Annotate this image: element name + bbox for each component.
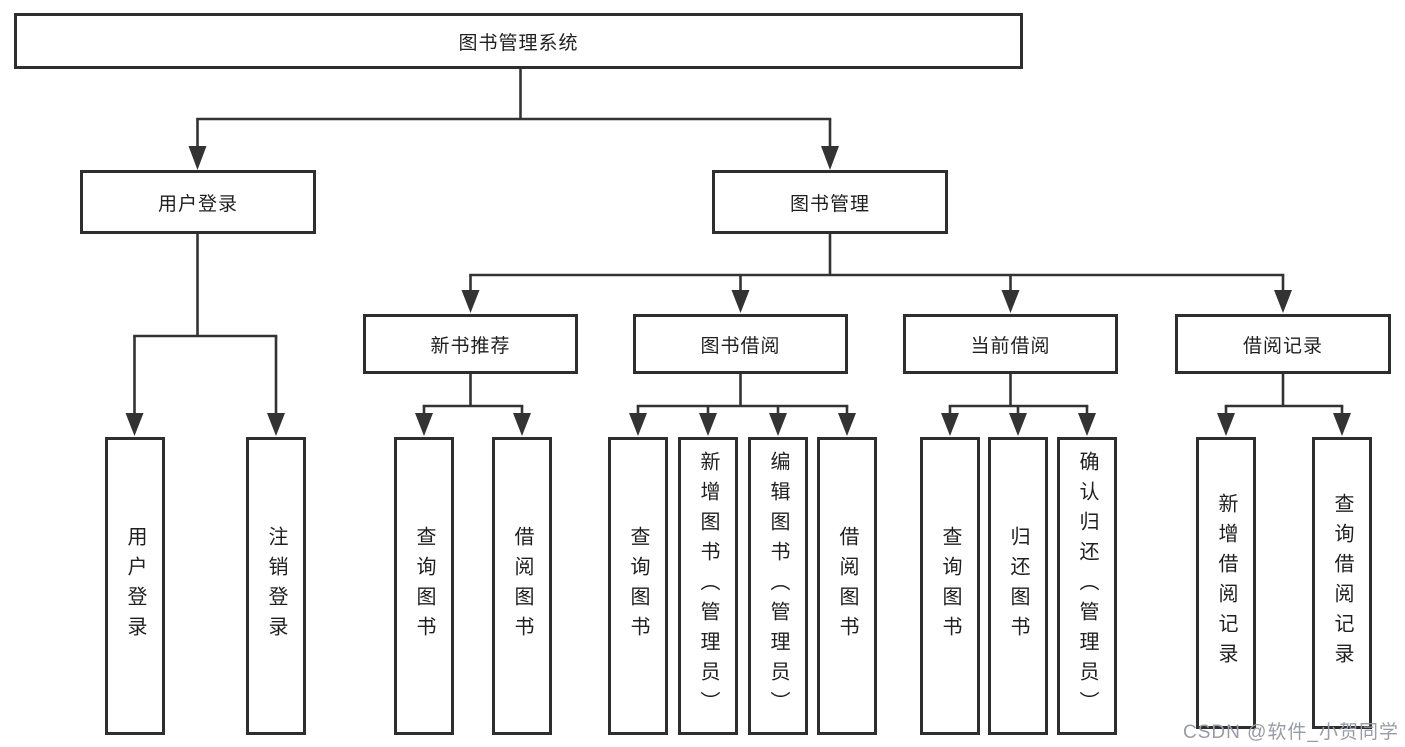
leaf-current-query-book: 查询图书 xyxy=(920,437,980,735)
node-book-borrow-label: 图书借阅 xyxy=(700,335,781,357)
node-new-book-recommend-label: 新书推荐 xyxy=(430,335,511,357)
leaf-borrow-book-label: 借阅图书 xyxy=(836,526,858,646)
leaf-current-query-book-label: 查询图书 xyxy=(939,526,961,646)
leaf-borrow-book: 借阅图书 xyxy=(817,437,877,735)
leaf-recommend-query-book: 查询图书 xyxy=(394,437,454,735)
node-book-borrow: 图书借阅 xyxy=(633,314,848,374)
node-current-borrow-label: 当前借阅 xyxy=(970,335,1051,357)
leaf-recommend-query-book-label: 查询图书 xyxy=(413,526,435,646)
leaf-return-book-label: 归还图书 xyxy=(1007,526,1029,646)
node-borrow-record: 借阅记录 xyxy=(1175,314,1391,374)
leaf-recommend-borrow-book-label: 借阅图书 xyxy=(511,526,533,646)
leaf-confirm-return-admin: 确认归还（管理员） xyxy=(1057,437,1117,735)
node-current-borrow: 当前借阅 xyxy=(903,314,1118,374)
leaf-return-book: 归还图书 xyxy=(988,437,1048,735)
leaf-borrow-query-book: 查询图书 xyxy=(608,437,668,735)
leaf-logout: 注销登录 xyxy=(246,437,306,735)
leaf-query-borrow-record-label: 查询借阅记录 xyxy=(1331,493,1353,673)
leaf-add-borrow-record-label: 新增借阅记录 xyxy=(1215,493,1237,673)
leaf-add-book-admin-label: 新增图书（管理员） xyxy=(697,451,719,721)
node-library-system-label: 图书管理系统 xyxy=(458,32,579,54)
leaf-borrow-query-book-label: 查询图书 xyxy=(627,526,649,646)
leaf-user-login-label: 用户登录 xyxy=(124,526,146,646)
node-new-book-recommend: 新书推荐 xyxy=(363,314,578,374)
leaf-add-book-admin: 新增图书（管理员） xyxy=(678,437,738,735)
leaf-confirm-return-admin-label: 确认归还（管理员） xyxy=(1076,451,1098,721)
leaf-logout-label: 注销登录 xyxy=(265,526,287,646)
leaf-edit-book-admin-label: 编辑图书（管理员） xyxy=(767,451,789,721)
node-borrow-record-label: 借阅记录 xyxy=(1242,335,1323,357)
node-user-login-label: 用户登录 xyxy=(157,193,238,215)
node-user-login: 用户登录 xyxy=(80,170,316,234)
node-book-management: 图书管理 xyxy=(712,170,948,234)
leaf-add-borrow-record: 新增借阅记录 xyxy=(1196,437,1256,729)
node-library-system: 图书管理系统 xyxy=(14,13,1023,69)
leaf-query-borrow-record: 查询借阅记录 xyxy=(1312,437,1372,729)
node-book-management-label: 图书管理 xyxy=(789,193,870,215)
leaf-edit-book-admin: 编辑图书（管理员） xyxy=(748,437,808,735)
leaf-user-login: 用户登录 xyxy=(105,437,165,735)
leaf-recommend-borrow-book: 借阅图书 xyxy=(492,437,552,735)
